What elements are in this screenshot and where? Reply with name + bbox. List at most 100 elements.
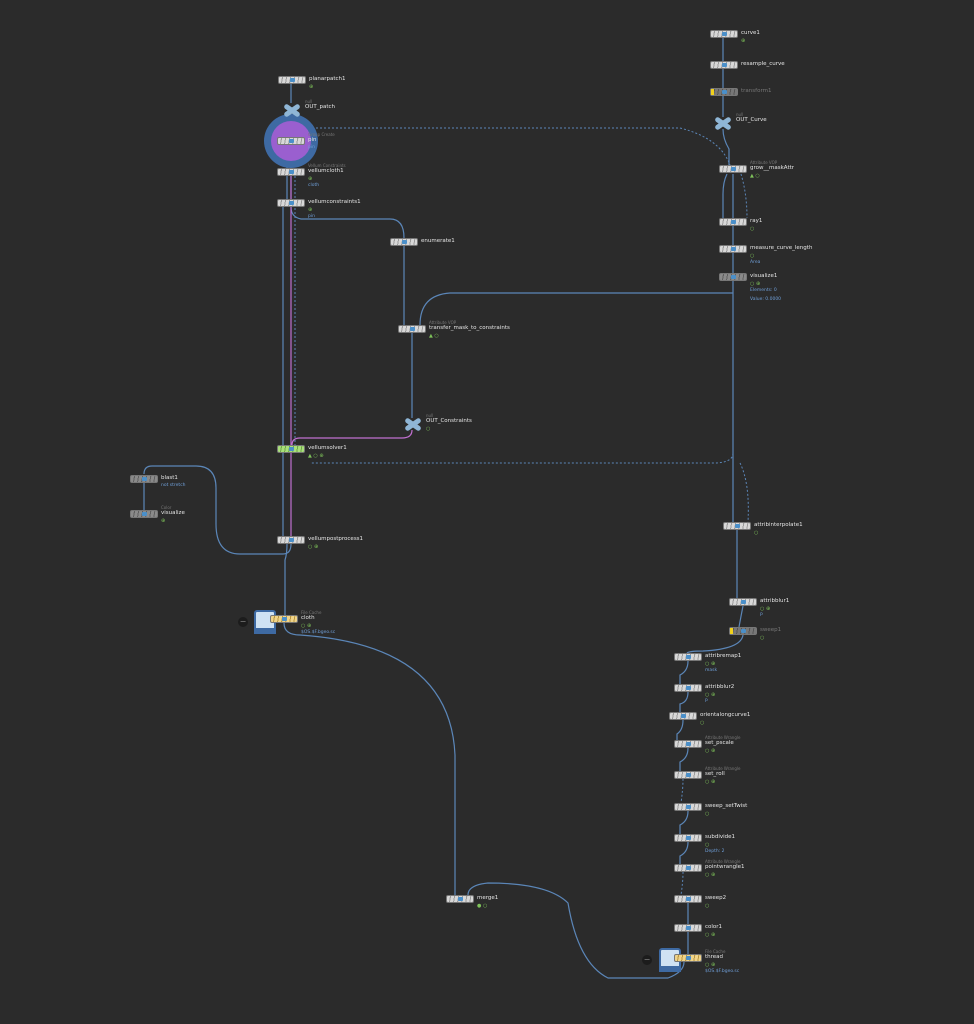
node-tile[interactable] xyxy=(270,615,298,623)
node-tile[interactable] xyxy=(390,238,418,246)
node-type-label: Attribute VOP xyxy=(429,320,457,325)
node-tile[interactable] xyxy=(719,273,747,281)
node-flags: ○ xyxy=(705,811,710,817)
node-tile[interactable] xyxy=(669,712,697,720)
node-tile[interactable] xyxy=(674,924,702,932)
node-type-icon xyxy=(722,63,727,67)
node-comment: P xyxy=(705,699,708,704)
node-type-icon xyxy=(290,78,295,82)
node-name: vellumcloth1 xyxy=(308,168,344,174)
null-node-icon[interactable] xyxy=(404,418,422,430)
node-flags: ⊕ xyxy=(309,84,314,90)
node-type-icon xyxy=(686,897,691,901)
node-name: sweep_setTwist xyxy=(705,803,748,809)
node-comment: mask xyxy=(705,668,718,673)
visualize1-value: Value: 0.0000 xyxy=(750,297,782,302)
node-type-icon xyxy=(289,139,294,143)
node-name: transform1 xyxy=(741,88,772,94)
node-flags: ○ ⊕ xyxy=(760,606,771,612)
node-flags: ○ ⊕ xyxy=(301,623,312,629)
node-tile[interactable] xyxy=(674,771,702,779)
node-type-label: null xyxy=(736,112,744,117)
node-type-icon xyxy=(735,524,740,528)
node-type-icon xyxy=(410,327,415,331)
node-tile[interactable] xyxy=(719,165,747,173)
node-flags: ○ ⊕ xyxy=(705,661,716,667)
node-flags: ○ ⊕ xyxy=(705,748,716,754)
node-flags: ○ ⊕ xyxy=(705,872,716,878)
node-tile[interactable] xyxy=(729,598,757,606)
node-flags: ⊕ xyxy=(741,38,746,44)
node-tile[interactable] xyxy=(278,76,306,84)
node-type-icon xyxy=(686,836,691,840)
node-tile[interactable] xyxy=(674,895,702,903)
node-tile[interactable] xyxy=(710,61,738,69)
node-tile[interactable] xyxy=(674,653,702,661)
node-type-icon xyxy=(686,773,691,777)
node-tile[interactable] xyxy=(710,30,738,38)
node-name: ray1 xyxy=(750,218,763,224)
collapse-icon[interactable]: − xyxy=(642,955,652,965)
node-tile[interactable] xyxy=(674,954,702,962)
node-type-icon xyxy=(289,538,294,542)
node-tile[interactable] xyxy=(719,218,747,226)
node-type-icon xyxy=(722,90,727,94)
node-tile[interactable] xyxy=(674,803,702,811)
node-type-label: File Cache xyxy=(301,610,322,615)
node-flags: ○ xyxy=(760,635,765,641)
node-name: measure_curve_length xyxy=(750,245,813,251)
node-flags: ○ xyxy=(700,720,705,726)
node-tile[interactable] xyxy=(398,325,426,333)
node-comment: not stretch xyxy=(161,483,186,488)
node-type-icon xyxy=(686,866,691,870)
node-type-label: Vellum Constraints xyxy=(308,163,346,168)
node-name: orientalongcurve1 xyxy=(700,712,751,718)
node-name: cloth xyxy=(301,615,315,621)
node-tile[interactable] xyxy=(674,740,702,748)
node-type-icon xyxy=(289,201,294,205)
node-flags: ○ xyxy=(750,226,755,232)
node-flags: ○ ⊕ xyxy=(750,281,761,287)
node-tile[interactable] xyxy=(674,834,702,842)
node-tile[interactable] xyxy=(277,199,305,207)
node-tile[interactable] xyxy=(130,510,158,518)
node-tile[interactable] xyxy=(277,137,305,145)
node-type-icon xyxy=(686,686,691,690)
null-node-icon[interactable] xyxy=(283,104,301,116)
node-type-label: null xyxy=(305,99,313,104)
node-name: vellumconstraints1 xyxy=(308,199,361,205)
node-tile[interactable] xyxy=(446,895,474,903)
collapse-icon[interactable]: − xyxy=(238,617,248,627)
node-tile[interactable] xyxy=(277,536,305,544)
node-name: OUT_Constraints xyxy=(426,418,472,424)
node-tile[interactable] xyxy=(719,245,747,253)
node-flags: ○ xyxy=(750,253,755,259)
node-tile[interactable] xyxy=(674,684,702,692)
node-name: attribblur1 xyxy=(760,598,790,604)
node-comment: Elements: 0 xyxy=(750,288,777,293)
node-tile[interactable] xyxy=(130,475,158,483)
node-tile[interactable] xyxy=(710,88,738,96)
node-type-icon xyxy=(289,447,294,451)
node-name: sweep2 xyxy=(705,895,727,901)
node-tile[interactable] xyxy=(729,627,757,635)
node-flags: ⊕ xyxy=(308,176,313,182)
node-type-icon xyxy=(681,714,686,718)
node-type-icon xyxy=(458,897,463,901)
node-name: attribremap1 xyxy=(705,653,742,659)
node-tile[interactable] xyxy=(277,168,305,176)
node-name: merge1 xyxy=(477,895,499,901)
node-flags: ⊕ xyxy=(161,518,166,524)
node-tile[interactable] xyxy=(674,864,702,872)
null-node-icon[interactable] xyxy=(714,117,732,129)
node-tile[interactable] xyxy=(723,522,751,530)
node-flags: ○ ⊕ xyxy=(308,544,319,550)
node-tile[interactable] xyxy=(277,445,305,453)
node-flags: ○ xyxy=(705,903,710,909)
node-flags: ● ○ xyxy=(477,903,488,909)
node-name: attribblur2 xyxy=(705,684,735,690)
node-type-label: Color xyxy=(161,505,172,510)
node-type-icon xyxy=(731,167,736,171)
node-name: pin xyxy=(308,137,317,143)
